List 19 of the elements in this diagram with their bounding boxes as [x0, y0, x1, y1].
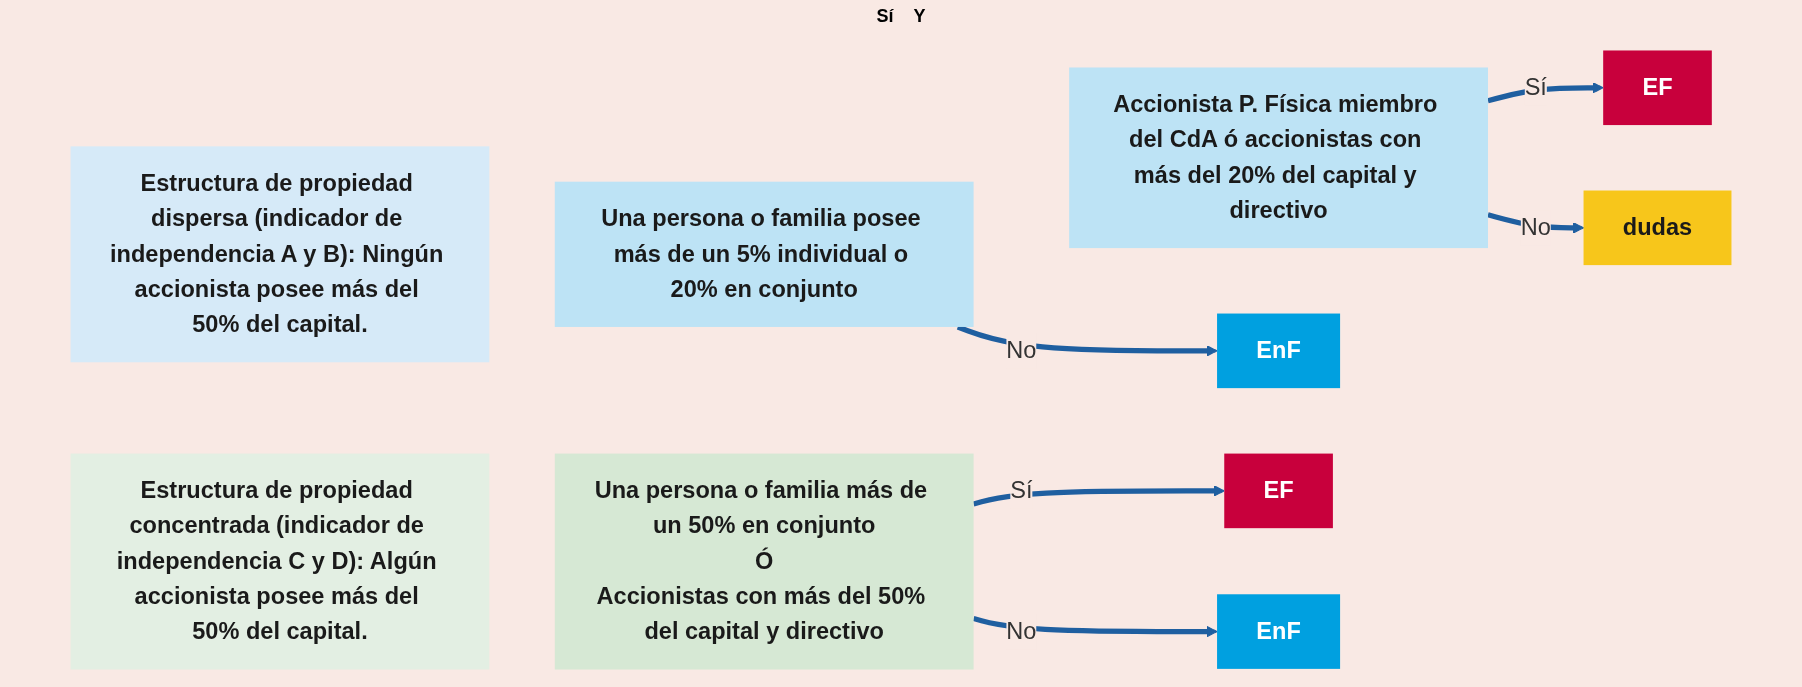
node-box: EF — [1224, 453, 1333, 529]
edge-label: No — [1006, 337, 1037, 364]
edge-label: No — [1520, 214, 1551, 241]
node-box: Estructura de propiedad dispersa (indicador de independencia A y B): Ningún accionista posee más del 50% del capital. — [70, 146, 490, 363]
node-box: EF — [1603, 50, 1712, 126]
arrow — [972, 485, 1225, 507]
arrow — [972, 616, 1218, 638]
connector-text: Y — [913, 6, 926, 27]
edge-label: Sí — [1010, 477, 1033, 504]
node-box: EnF — [1217, 594, 1341, 669]
edge-label: No — [1006, 617, 1037, 645]
arrow — [956, 324, 1218, 357]
node-box: Una persona o familia posee más de un 5% individual o 20% en conjunto — [554, 181, 974, 327]
node-box: dudas — [1583, 190, 1732, 266]
connector-text: Sí — [876, 6, 894, 27]
node-box: Una persona o familia más de un 50% en conjunto Ó Accionistas con más del 50% del capital y directivo — [554, 453, 974, 670]
node-box: Accionista P. Física miembro del CdA ó accionistas con más del 20% del capital y directivo — [1069, 67, 1488, 249]
node-box: EnF — [1217, 313, 1341, 389]
edge-label: Sí — [1524, 74, 1547, 101]
